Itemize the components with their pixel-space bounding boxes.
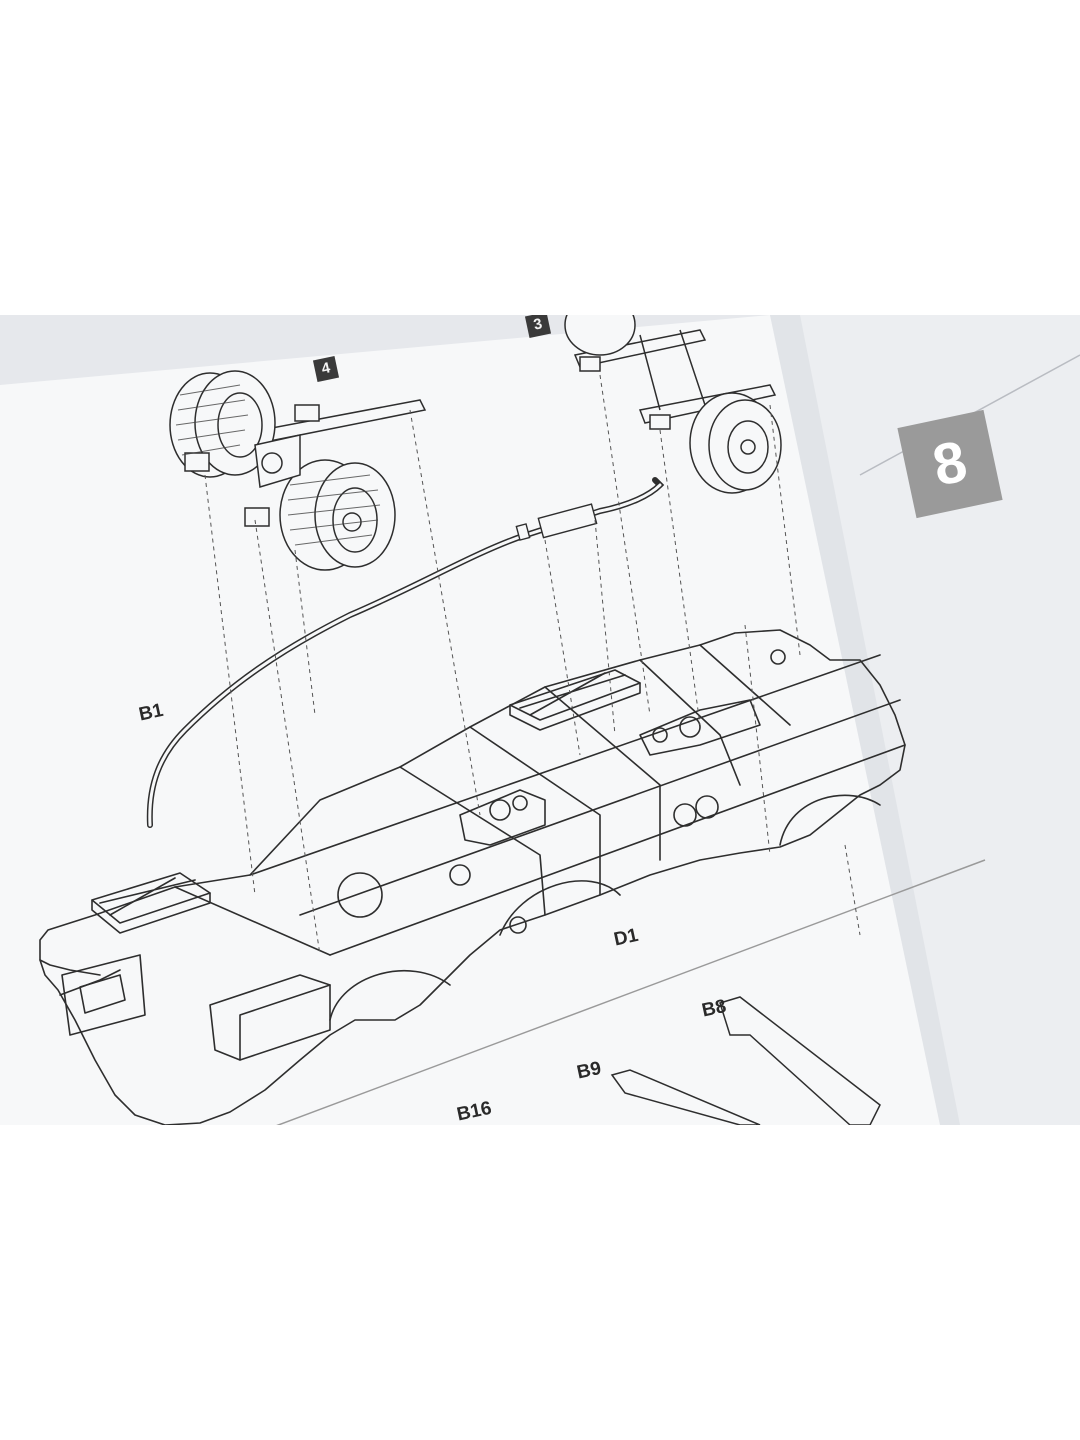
page-shadow [770, 315, 960, 1125]
instruction-drawing [0, 315, 1080, 1125]
main-page [0, 315, 940, 1125]
front-axle-assembly [564, 315, 782, 494]
front-bracket [61, 954, 146, 1036]
chassis-outline [39, 629, 906, 1125]
page-number-badge: 8 [897, 409, 1003, 519]
rear-axle-assembly [169, 370, 427, 571]
fuel-tank [209, 974, 331, 1061]
section-divider [276, 859, 986, 1125]
part-b8-b9 [610, 996, 881, 1125]
right-page [770, 315, 1080, 1125]
instruction-photo: 4 3 8 B1 D1 B8 B9 B16 [0, 315, 1080, 1125]
step-4-badge: 4 [312, 355, 340, 383]
